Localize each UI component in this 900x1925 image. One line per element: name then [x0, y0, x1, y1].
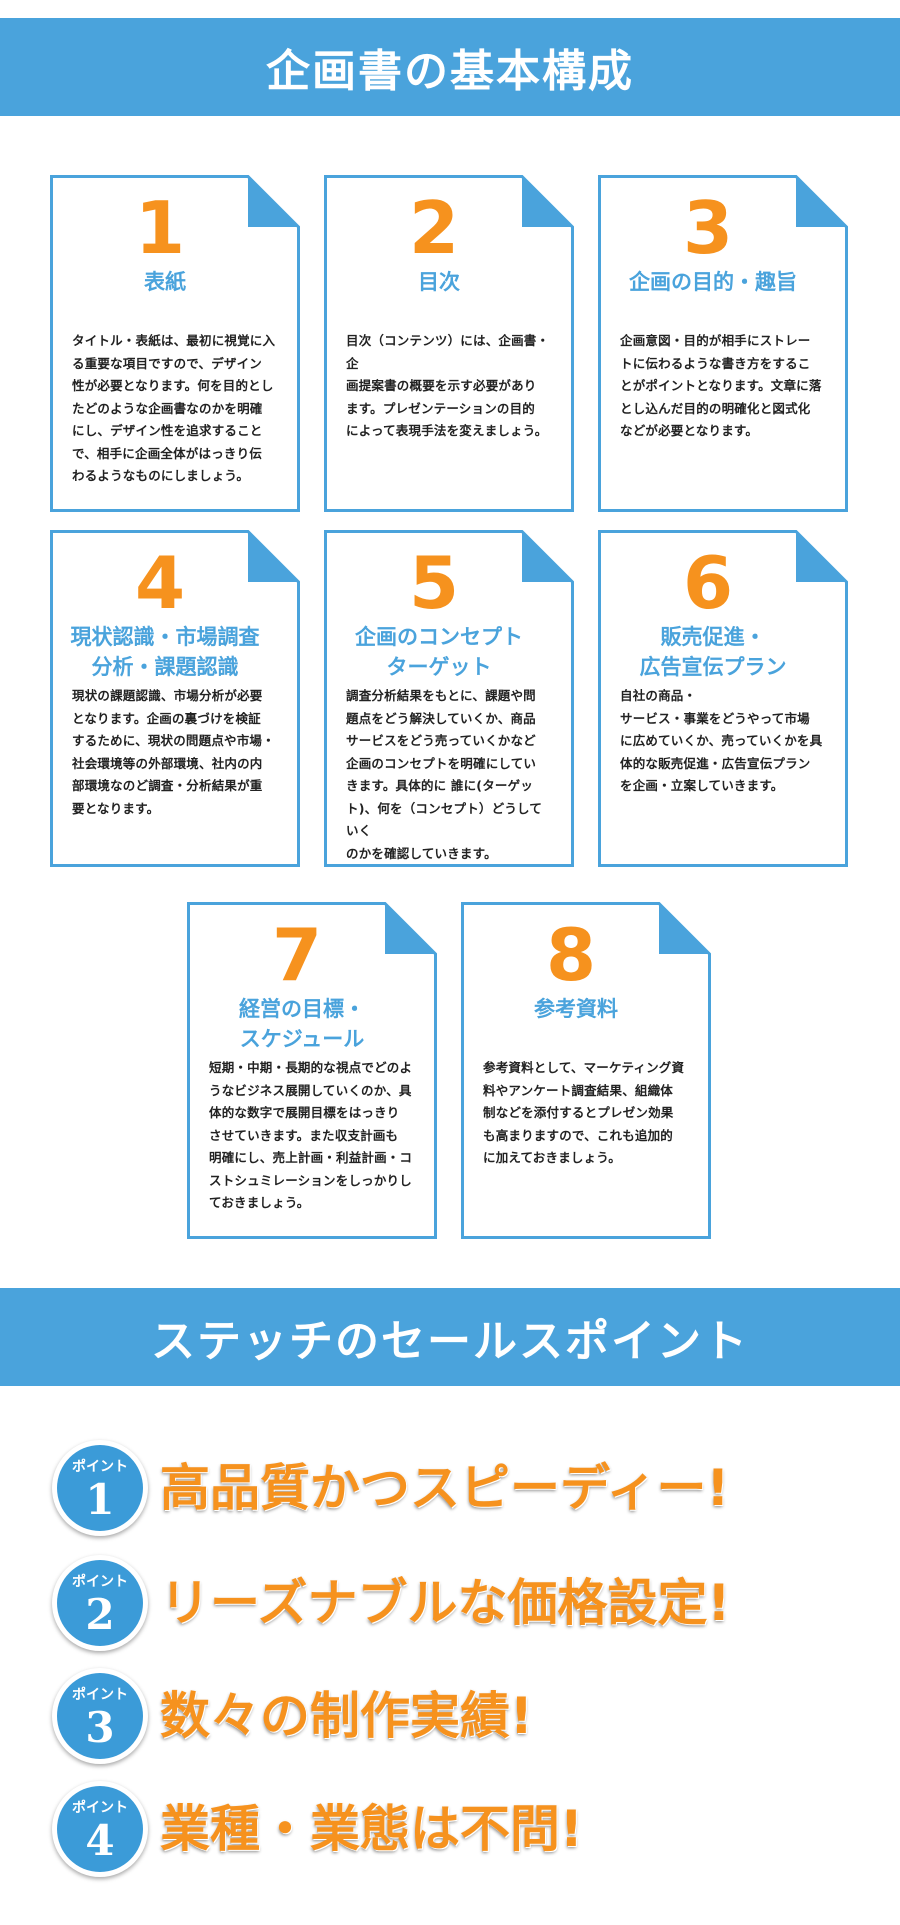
card-cover: 1 表紙 タイトル・表紙は、最初に視覚に入 る重要な項目ですので、デザイン 性が… [50, 175, 300, 512]
card-market-research: 4 現状認識・市場調査 分析・課題認識 現状の課題認識、市場分析が必要 となりま… [50, 530, 300, 867]
selling-point-item: ポイント 4 業種・業態は不問! [52, 1781, 872, 1881]
document-outline [50, 175, 300, 512]
document-frame-icon [598, 530, 848, 867]
card-purpose: 3 企画の目的・趣旨 企画意図・目的が相手にストレー トに伝わるような書き方をす… [598, 175, 848, 512]
point-badge-number: 2 [85, 1590, 115, 1639]
card-number: 2 [408, 186, 460, 270]
document-fold-corner [522, 531, 573, 582]
structure-section-banner: 企画書の基本構成 [0, 18, 900, 116]
card-body: 企画意図・目的が相手にストレー トに伝わるような書き方をするこ とがポイントとな… [620, 333, 822, 438]
card-body: 短期・中期・長期的な視点でどのよ うなビジネス展開していくのか、具 体的な数字で… [209, 1060, 413, 1210]
document-outline [187, 902, 437, 1239]
document-fold-corner [248, 176, 299, 227]
document-fold-corner [796, 531, 847, 582]
card-number: 1 [134, 186, 186, 270]
card-reference-materials: 8 参考資料 参考資料として、マーケティング資 料やアンケート調査結果、組織体 … [461, 902, 711, 1239]
document-frame-icon [461, 902, 711, 1239]
card-concept-target: 5 企画のコンセプト ターゲット 調査分析結果をもとに、課題や問 題点をどう解決… [324, 530, 574, 867]
selling-point-item: ポイント 3 数々の制作実績! [52, 1668, 872, 1768]
document-frame-icon [324, 175, 574, 512]
point-badge: ポイント 1 [52, 1440, 148, 1536]
point-text: 業種・業態は不問! [160, 1800, 583, 1858]
document-frame-icon [187, 902, 437, 1239]
point-badge: ポイント 4 [52, 1781, 148, 1877]
document-fold-corner [522, 176, 573, 227]
point-badge-label: ポイント [72, 1687, 128, 1703]
card-body: 調査分析結果をもとに、課題や問 題点をどう解決していくか、商品 サービスをどう売… [346, 688, 543, 861]
card-body: 参考資料として、マーケティング資 料やアンケート調査結果、組織体 制などを添付す… [483, 1060, 685, 1165]
point-badge-label: ポイント [72, 1800, 128, 1816]
card-title: 企画の目的・趣旨 [629, 270, 797, 294]
document-outline [598, 175, 848, 512]
document-fold-corner [248, 531, 299, 582]
card-goals-schedule: 7 経営の目標・ スケジュール 短期・中期・長期的な視点でどのよ うなビジネス展… [187, 902, 437, 1239]
point-text: 高品質かつスピーディー! [160, 1459, 730, 1517]
document-outline [598, 530, 848, 867]
selling-point-item: ポイント 2 リーズナブルな価格設定! [52, 1555, 872, 1655]
point-badge-number: 4 [85, 1816, 115, 1865]
card-number: 5 [408, 541, 460, 625]
card-title: 販売促進・ 広告宣伝プラン [639, 625, 787, 679]
point-badge-number: 1 [85, 1475, 115, 1524]
point-badge-number: 3 [85, 1703, 115, 1752]
selling-points-banner: ステッチのセールスポイント [0, 1288, 900, 1386]
card-body: タイトル・表紙は、最初に視覚に入 る重要な項目ですので、デザイン 性が必要となり… [72, 333, 276, 483]
card-title: 参考資料 [534, 997, 618, 1021]
point-badge: ポイント 3 [52, 1668, 148, 1764]
point-badge-label: ポイント [72, 1459, 128, 1475]
point-badge-label: ポイント [72, 1574, 128, 1590]
card-body: 現状の課題認識、市場分析が必要 となります。企画の裏づけを検証 するために、現状… [72, 688, 275, 816]
card-title: 表紙 [144, 270, 186, 294]
card-title: 現状認識・市場調査 分析・課題認識 [70, 625, 260, 679]
card-number: 4 [134, 541, 186, 625]
card-number: 7 [271, 913, 323, 997]
document-frame-icon [50, 175, 300, 512]
document-outline [324, 175, 574, 512]
document-fold-corner [385, 903, 436, 954]
card-number: 8 [545, 913, 597, 997]
document-outline [50, 530, 300, 867]
document-fold-corner [659, 903, 710, 954]
document-fold-corner [796, 176, 847, 227]
card-number: 3 [682, 186, 734, 270]
structure-section-title: 企画書の基本構成 [266, 46, 634, 97]
card-table-of-contents: 2 目次 目次（コンテンツ）には、企画書・企 画提案書の概要を示す必要があり ま… [324, 175, 574, 512]
selling-point-item: ポイント 1 高品質かつスピーディー! [52, 1440, 872, 1540]
point-text: 数々の制作実績! [160, 1687, 533, 1745]
card-title: 経営の目標・ スケジュール [239, 997, 365, 1051]
selling-points-title: ステッチのセールスポイント [151, 1316, 749, 1367]
point-badge: ポイント 2 [52, 1555, 148, 1651]
card-title: 目次 [418, 270, 460, 294]
document-frame-icon [50, 530, 300, 867]
document-frame-icon [324, 530, 574, 867]
document-outline [324, 530, 574, 867]
card-title: 企画のコンセプト ターゲット [355, 625, 523, 679]
card-number: 6 [682, 541, 734, 625]
card-body: 自社の商品・ サービス・事業をどうやって市場 に広めていくか、売っていくかを具 … [620, 688, 823, 793]
point-text: リーズナブルな価格設定! [160, 1574, 731, 1632]
document-outline [461, 902, 711, 1239]
document-frame-icon [598, 175, 848, 512]
card-sales-promotion: 6 販売促進・ 広告宣伝プラン 自社の商品・ サービス・事業をどうやって市場 に… [598, 530, 848, 867]
card-body: 目次（コンテンツ）には、企画書・企 画提案書の概要を示す必要があり ます。プレゼ… [346, 333, 550, 438]
